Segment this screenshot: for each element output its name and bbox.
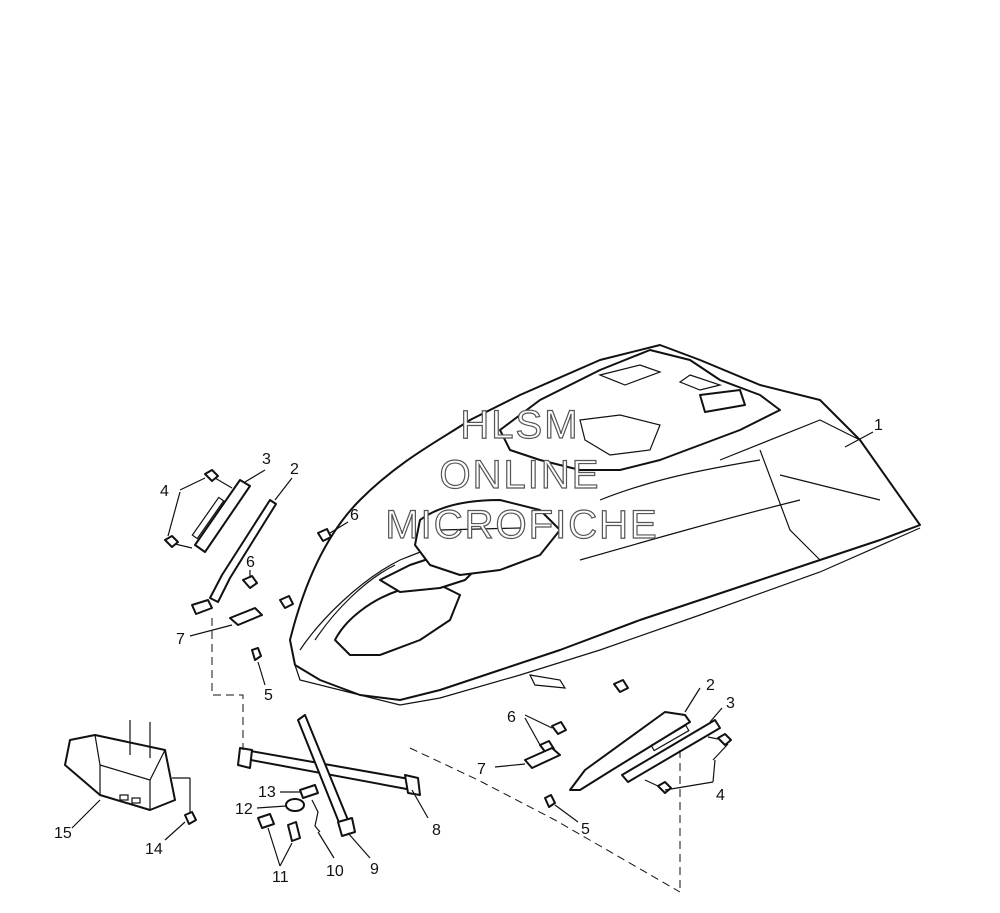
watermark-line-1: HLSM [460, 403, 579, 447]
latch-left [229, 607, 263, 626]
screw-left [251, 647, 262, 661]
screw-right [544, 794, 556, 808]
nut-left-c [317, 528, 332, 542]
watermark-line-3: MICROFICHE [385, 503, 658, 547]
hinge-arm-left [209, 499, 277, 603]
callout-8: 8 [432, 822, 441, 839]
callout-15: 15 [54, 825, 72, 842]
spring-b [287, 821, 301, 842]
bolt-right-lower [657, 781, 672, 794]
latch-right [524, 747, 561, 769]
left-hinge-assembly [164, 469, 349, 686]
callout-6-left-a: 6 [350, 507, 359, 524]
nut-left-b [279, 595, 294, 609]
bolt-right-upper [717, 733, 732, 746]
callout-labels: 1 2 3 4 6 6 7 5 2 3 4 6 7 5 8 9 10 11 12… [54, 417, 883, 886]
callout-2-right: 2 [706, 677, 715, 694]
callout-3-right: 3 [726, 695, 735, 712]
alignment-lines [211, 618, 681, 893]
callout-13: 13 [258, 784, 276, 801]
strap-plate-left [194, 479, 251, 553]
callout-1: 1 [874, 417, 883, 434]
callout-6-left-b: 6 [246, 554, 255, 571]
callout-5-right: 5 [581, 821, 590, 838]
callout-12: 12 [235, 801, 253, 818]
retaining-clip [311, 799, 321, 833]
front-bracket [64, 734, 176, 811]
callout-10: 10 [326, 863, 344, 880]
callout-4-right: 4 [716, 787, 725, 804]
callout-14: 14 [145, 841, 163, 858]
callout-3-left: 3 [262, 451, 271, 468]
callout-6-right: 6 [507, 709, 516, 726]
hood-part [289, 344, 921, 706]
nut-right-a [613, 679, 629, 693]
callout-5-left: 5 [264, 687, 273, 704]
hood-prop-assembly [237, 714, 429, 867]
bolt-left-lower [164, 535, 179, 548]
callout-7-left: 7 [176, 631, 185, 648]
callout-4-left: 4 [160, 483, 169, 500]
callout-9: 9 [370, 861, 379, 878]
bolt-left-upper [204, 469, 219, 482]
hinge-arm-right [569, 711, 691, 791]
bracket-screw [184, 811, 197, 825]
strap-plate-right [621, 719, 721, 783]
right-hinge-assembly [494, 679, 732, 823]
pivot-pin [299, 784, 319, 799]
watermark: HLSM ONLINE MICROFICHE [385, 402, 658, 547]
nut-left-a [242, 575, 258, 589]
callout-11: 11 [272, 869, 289, 886]
callout-2-left: 2 [290, 461, 299, 478]
watermark-line-2: ONLINE [440, 453, 601, 497]
spring-a [257, 813, 275, 829]
front-bracket-assembly [64, 720, 197, 841]
washer [285, 798, 305, 812]
nut-right-b [551, 721, 567, 735]
callout-7-right: 7 [477, 761, 486, 778]
